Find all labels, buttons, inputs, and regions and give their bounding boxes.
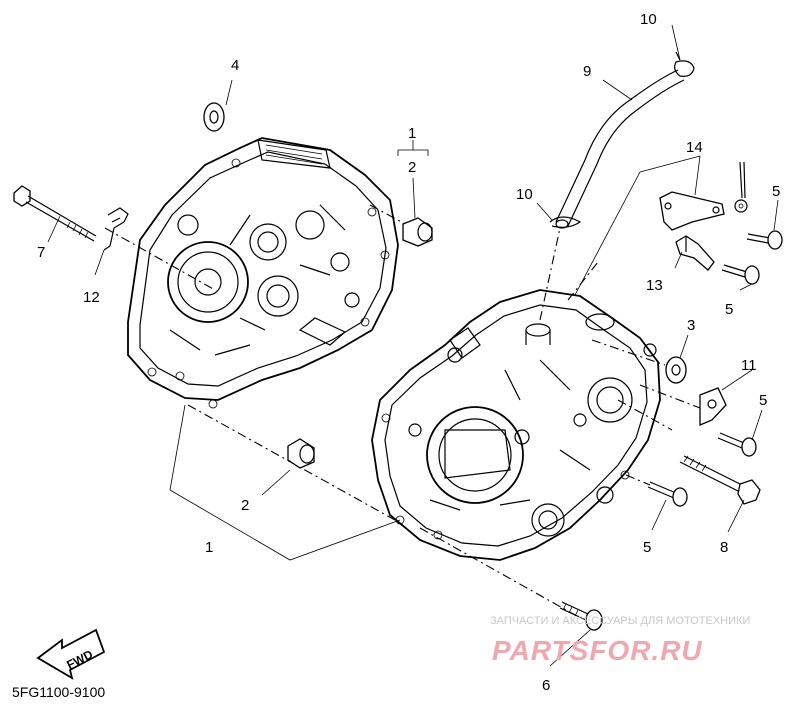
right-crankcase-half bbox=[371, 289, 661, 561]
bracket-part-11 bbox=[699, 387, 727, 426]
label-6: 6 bbox=[542, 677, 550, 694]
label-14: 14 bbox=[686, 139, 703, 156]
label-8: 8 bbox=[720, 539, 728, 556]
callout-labels: 4 1 2 7 12 2 1 10 9 14 10 5 13 5 3 11 5 … bbox=[37, 11, 780, 694]
label-4: 4 bbox=[231, 57, 239, 74]
fwd-arrow-icon: FWD bbox=[36, 628, 106, 680]
watermark: ЗАПЧАСТИ И АКСЕССУАРЫ ДЛЯ МОТОТЕХНИКИ PA… bbox=[490, 615, 750, 666]
label-10-top: 10 bbox=[640, 11, 657, 28]
label-1-top: 1 bbox=[408, 125, 416, 142]
label-5-a: 5 bbox=[772, 183, 780, 200]
alignment-lines bbox=[104, 204, 701, 616]
bolt-part-5-b bbox=[721, 264, 760, 285]
label-5-c: 5 bbox=[759, 392, 767, 409]
label-2-top: 2 bbox=[408, 159, 416, 176]
leader-lines bbox=[47, 24, 779, 667]
bracket-part-14 bbox=[659, 161, 748, 231]
washer-part-4 bbox=[203, 102, 225, 132]
fwd-label: FWD bbox=[64, 647, 95, 672]
bolt-part-5-a bbox=[746, 230, 783, 250]
watermark-caption: ЗАПЧАСТИ И АКСЕССУАРЫ ДЛЯ МОТОТЕХНИКИ bbox=[490, 615, 750, 627]
breather-hose-part-9 bbox=[555, 69, 685, 229]
label-1-bottom: 1 bbox=[205, 539, 213, 556]
watermark-brand: PARTSFOR.RU bbox=[492, 635, 703, 666]
washer-part-3 bbox=[665, 356, 687, 384]
label-12: 12 bbox=[83, 289, 100, 306]
bolt-part-6 bbox=[559, 601, 603, 631]
hose-clip-part-10-mid bbox=[549, 216, 582, 228]
dowel-pin-upper bbox=[402, 217, 433, 247]
clip-part-12 bbox=[103, 207, 129, 251]
diagram-code: 5FG1100-9100 bbox=[12, 684, 105, 700]
left-crankcase-half bbox=[127, 137, 399, 409]
label-10-mid: 10 bbox=[516, 186, 533, 203]
hose-clip-part-10-top bbox=[674, 51, 695, 77]
label-13: 13 bbox=[646, 277, 663, 294]
label-5-b: 5 bbox=[725, 301, 733, 318]
label-2-bottom: 2 bbox=[241, 497, 249, 514]
label-7: 7 bbox=[37, 244, 45, 261]
bolt-part-5-c bbox=[717, 432, 757, 457]
label-5-d: 5 bbox=[643, 539, 651, 556]
clamp-part-13 bbox=[675, 235, 715, 271]
long-bolt-part-8 bbox=[679, 455, 761, 505]
label-11: 11 bbox=[741, 357, 757, 374]
label-3: 3 bbox=[687, 317, 695, 334]
label-9: 9 bbox=[583, 63, 591, 80]
dowel-pin-lower bbox=[287, 438, 315, 469]
bolt-part-5-d bbox=[647, 481, 688, 507]
long-bolt-part-7 bbox=[13, 185, 97, 242]
